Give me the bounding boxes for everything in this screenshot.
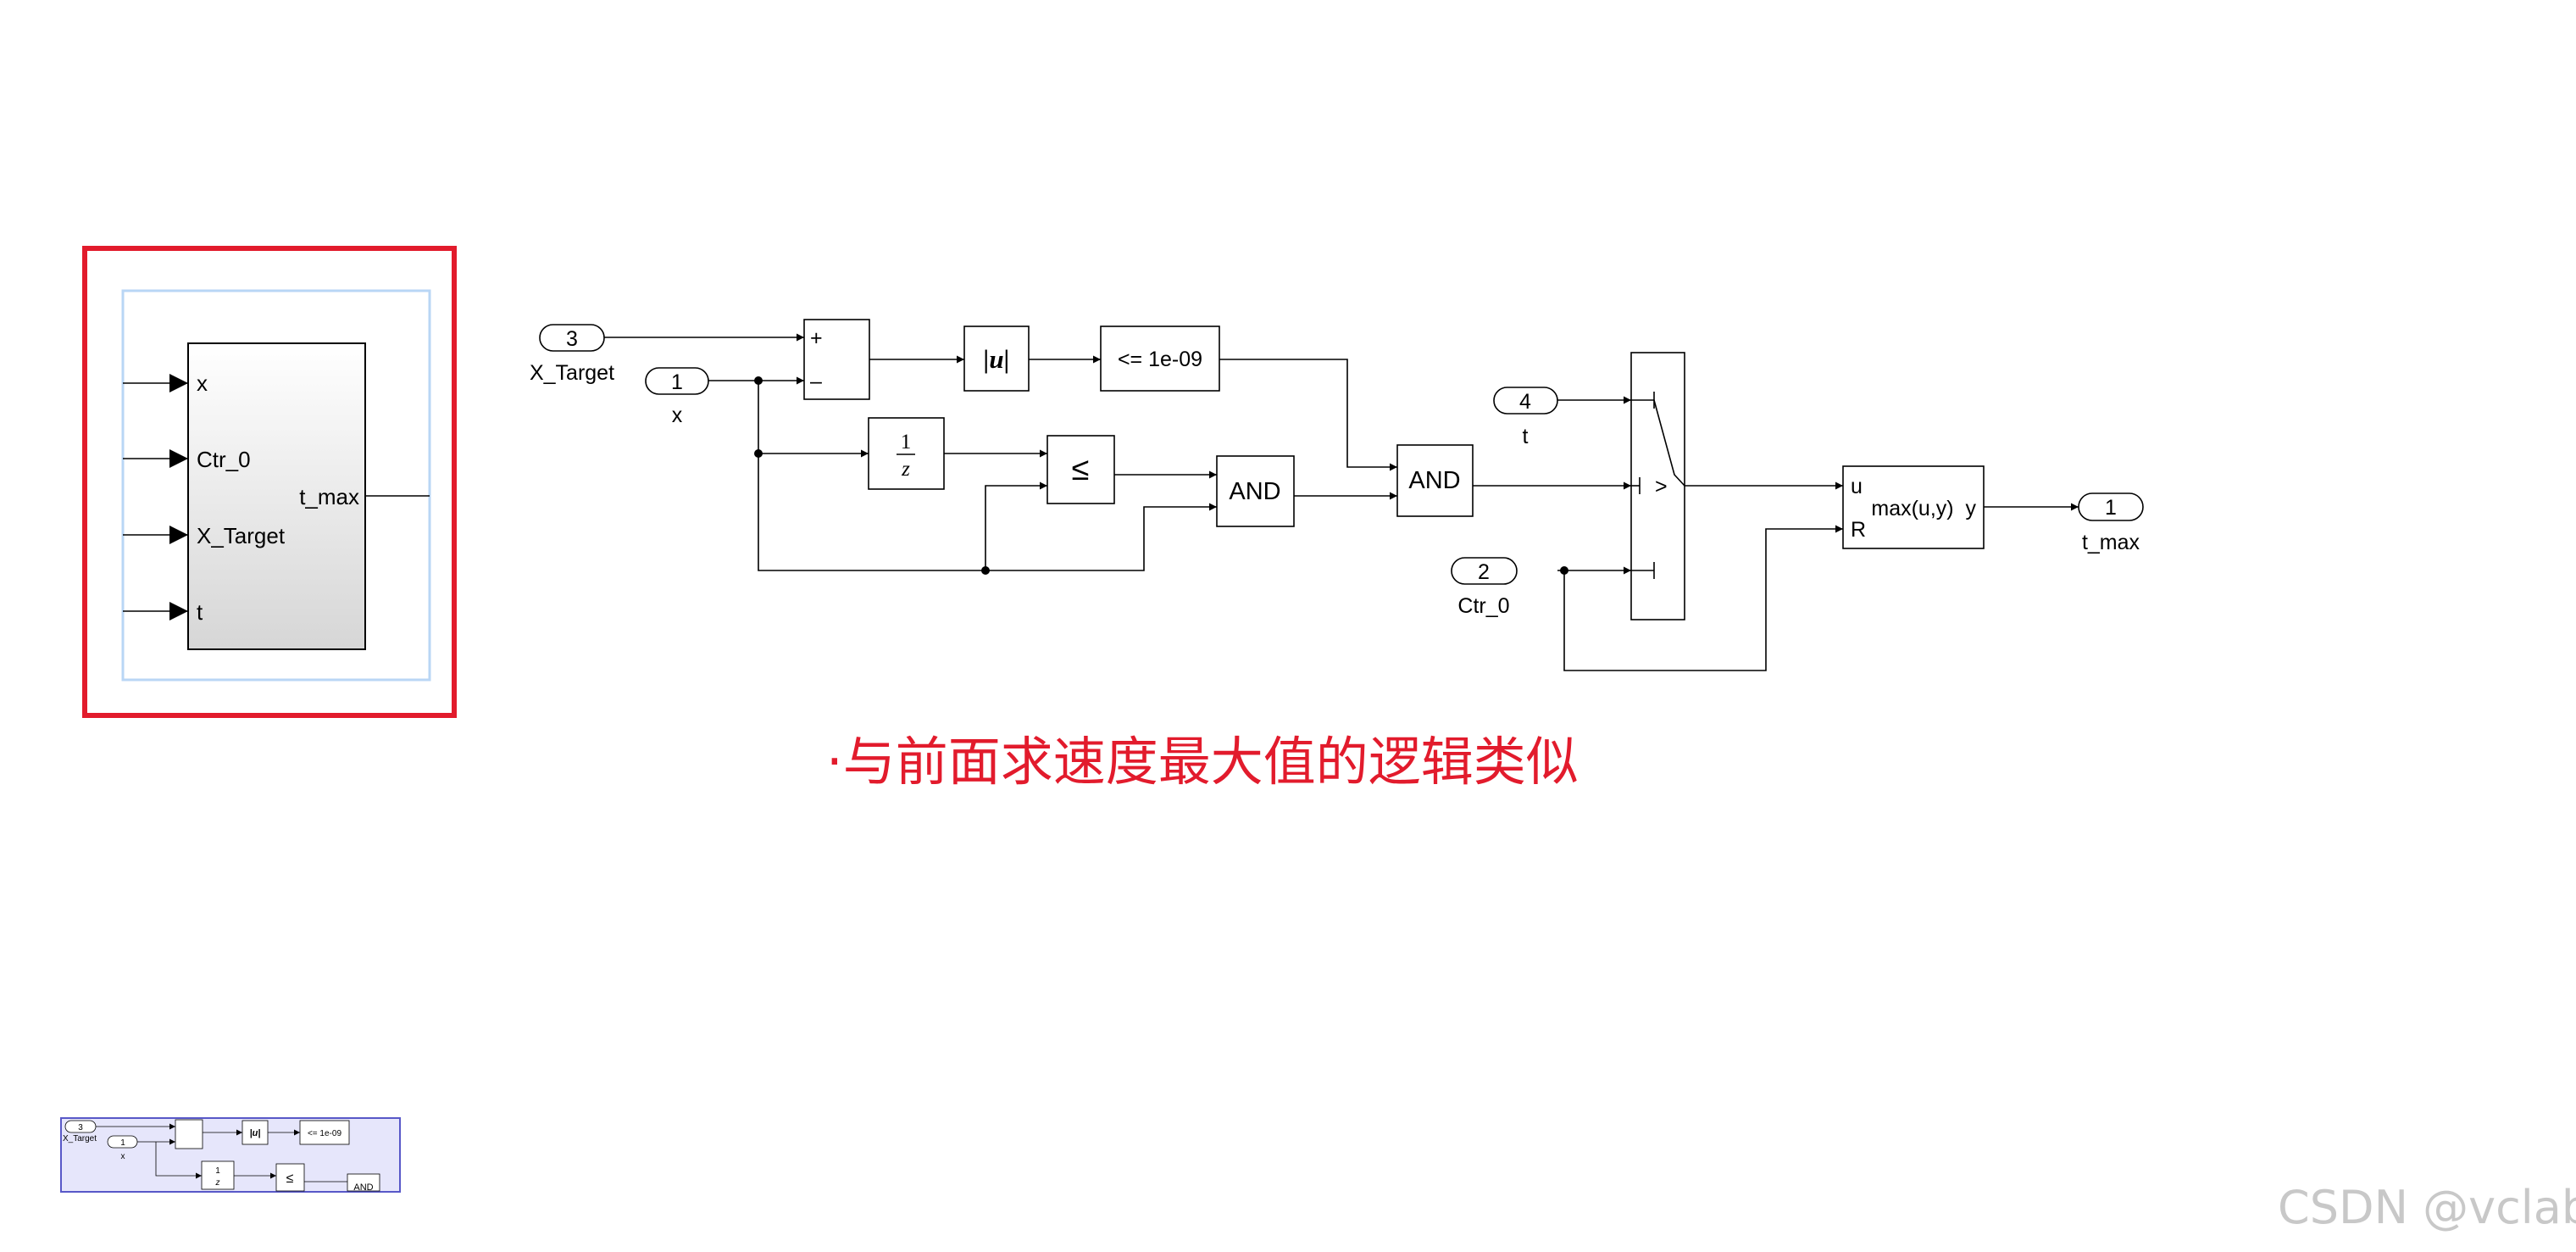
outport-t-max-label: t_max <box>2082 531 2140 554</box>
thumb-compare-label: <= 1e-09 <box>308 1129 341 1138</box>
inport-x-target[interactable] <box>539 324 605 352</box>
inport-x-target-label: X_Target <box>530 361 614 385</box>
sum-plus-sign: + <box>810 326 823 350</box>
and2-label: AND <box>1408 467 1460 494</box>
inport-ctr0-number: 2 <box>1478 560 1490 584</box>
inport-x-target-number: 3 <box>566 327 578 351</box>
inport-x-label: x <box>672 403 683 427</box>
abs-label: |u| <box>984 344 1010 374</box>
minmax-u-port: u <box>1851 475 1863 498</box>
subsystem-input-xtarget: X_Target <box>197 523 286 548</box>
thumb-inport3-label: X_Target <box>63 1134 97 1143</box>
switch-criteria: > <box>1655 475 1668 498</box>
minmax-r-port: R <box>1851 518 1866 542</box>
compare-to-constant-block[interactable] <box>1100 326 1220 392</box>
subsystem-highlight: x Ctr_0 X_Target t t_max <box>82 246 457 718</box>
inport-x-number: 1 <box>671 370 683 394</box>
logical-and-block-2[interactable] <box>1396 444 1474 517</box>
thumb-delay-num: 1 <box>215 1166 220 1176</box>
abs-block[interactable] <box>963 326 1030 392</box>
unit-delay-block[interactable] <box>868 417 945 490</box>
delay-denominator: z <box>901 458 910 481</box>
minmax-expression: max(u,y) <box>1871 497 1953 520</box>
subsystem-input-ctr0: Ctr_0 <box>197 447 251 472</box>
sum-minus-sign: – <box>810 370 822 393</box>
subsystem-input-x: x <box>197 370 208 396</box>
watermark-text: CSDN @vclab <box>2278 1181 2576 1234</box>
thumb-inport3-number: 3 <box>78 1123 83 1132</box>
outport-t-max[interactable] <box>2078 492 2144 521</box>
thumb-abs-label: |u| <box>250 1128 261 1138</box>
compare-label: <= 1e-09 <box>1118 348 1202 371</box>
thumb-inport1-number: 1 <box>120 1138 125 1148</box>
relational-operator-block[interactable] <box>1046 435 1115 504</box>
thumb-relop-label: ≤ <box>286 1171 294 1186</box>
annotation-text: ·与前面求速度最大值的逻辑类似 <box>826 731 1579 793</box>
logical-and-block-1[interactable] <box>1216 455 1295 527</box>
sum-block[interactable] <box>803 319 870 400</box>
minmax-y-port: y <box>1966 497 1977 520</box>
inport-t-label: t <box>1523 425 1529 448</box>
subsystem-output-tmax: t_max <box>299 484 359 509</box>
and1-label: AND <box>1229 478 1280 505</box>
inport-t[interactable] <box>1493 387 1558 415</box>
thumb-inport1-label: x <box>121 1152 125 1161</box>
inport-t-number: 4 <box>1519 390 1531 414</box>
relop-label: ≤ <box>1072 452 1090 487</box>
model-thumbnail[interactable]: 3 X_Target 1 x |u| <= 1e-09 1 z ≤ AND <box>60 1117 401 1193</box>
thumb-and-label: AND <box>353 1182 373 1193</box>
thumb-delay-den: z <box>215 1178 220 1188</box>
main-diagram: 3 X_Target 1 x + – |u| <= 1e-09 1 z ≤ AN… <box>530 319 2144 671</box>
outport-t-max-number: 1 <box>2105 496 2117 520</box>
selection-glow <box>121 289 431 682</box>
inport-x[interactable] <box>645 367 709 395</box>
inport-ctr0-label: Ctr_0 <box>1457 594 1509 618</box>
minmax-block[interactable] <box>1842 465 1985 549</box>
delay-numerator: 1 <box>901 431 912 454</box>
red-highlight-frame <box>82 246 457 718</box>
subsystem-block[interactable] <box>187 342 366 650</box>
inport-ctr0[interactable] <box>1451 557 1518 585</box>
subsystem-input-t: t <box>197 599 203 625</box>
